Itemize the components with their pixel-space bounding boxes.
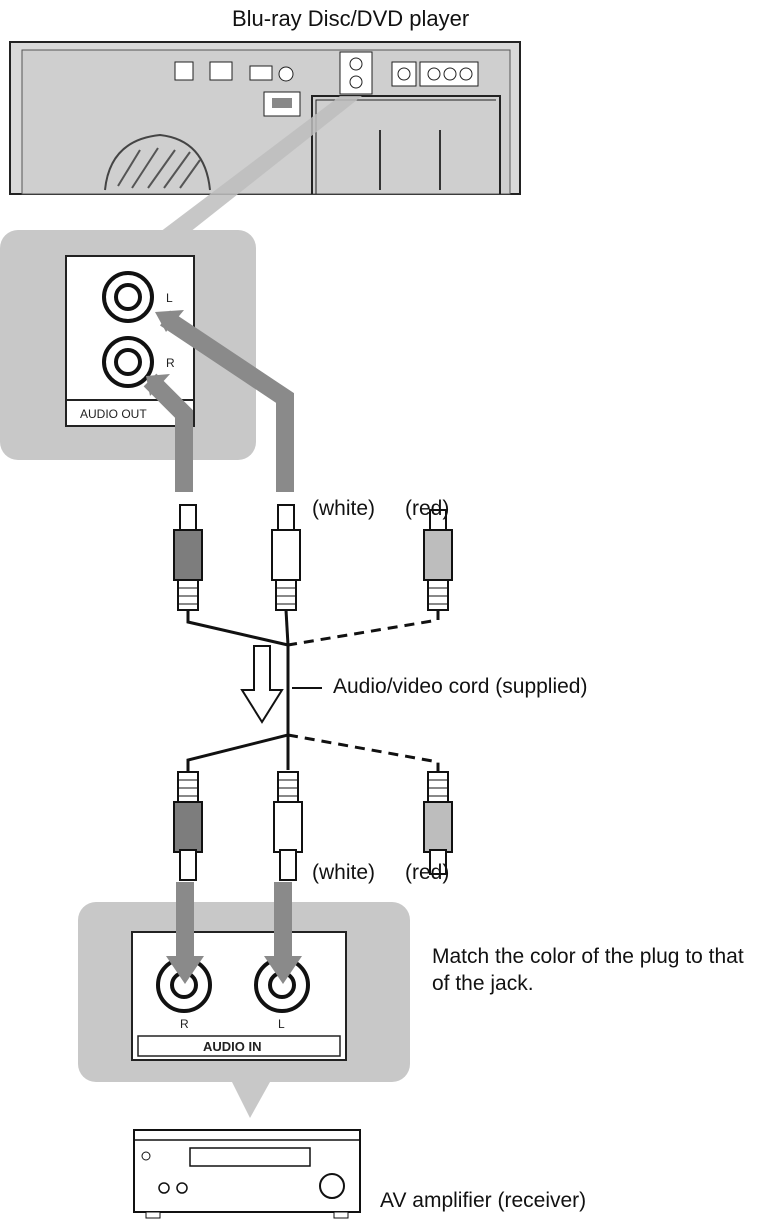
player-jack-R-label: R bbox=[166, 356, 175, 370]
amp-jack-R-label: R bbox=[180, 1017, 189, 1031]
player-callout-pointer bbox=[160, 96, 362, 232]
player-panel-label: AUDIO OUT bbox=[80, 407, 147, 421]
player-jack-L-label: L bbox=[166, 291, 173, 305]
color-match-note: Match the color of the plug to that of t… bbox=[432, 945, 744, 996]
plug-insert-arrows-bottom bbox=[166, 882, 302, 984]
bottom-plug-yellow bbox=[423, 771, 453, 875]
plug-insert-arrows-top bbox=[143, 310, 294, 492]
bottom-plug-white bbox=[273, 771, 303, 881]
player-audio-out-callout: L R AUDIO OUT bbox=[0, 230, 256, 460]
bottom-plug-red bbox=[173, 771, 203, 881]
amplifier-label: AV amplifier (receiver) bbox=[380, 1189, 587, 1212]
top-red-plug-label: (red) bbox=[405, 497, 450, 520]
player-title: Blu-ray Disc/DVD player bbox=[232, 6, 470, 31]
amp-audio-in-callout: R L AUDIO IN bbox=[78, 902, 410, 1118]
amp-panel-label: AUDIO IN bbox=[203, 1039, 262, 1054]
top-plug-red bbox=[173, 504, 203, 611]
top-white-plug-label: (white) bbox=[312, 497, 376, 520]
amp-jack-L-label: L bbox=[278, 1017, 285, 1031]
cord-label: Audio/video cord (supplied) bbox=[333, 675, 588, 698]
top-plug-yellow bbox=[423, 509, 453, 611]
bottom-white-plug-label: (white) bbox=[312, 861, 376, 884]
direction-arrow-icon bbox=[240, 645, 284, 724]
audio-video-cord bbox=[186, 609, 440, 772]
av-amplifier bbox=[133, 1129, 361, 1219]
bottom-red-plug-label: (red) bbox=[405, 861, 450, 884]
top-plug-white bbox=[271, 504, 301, 611]
